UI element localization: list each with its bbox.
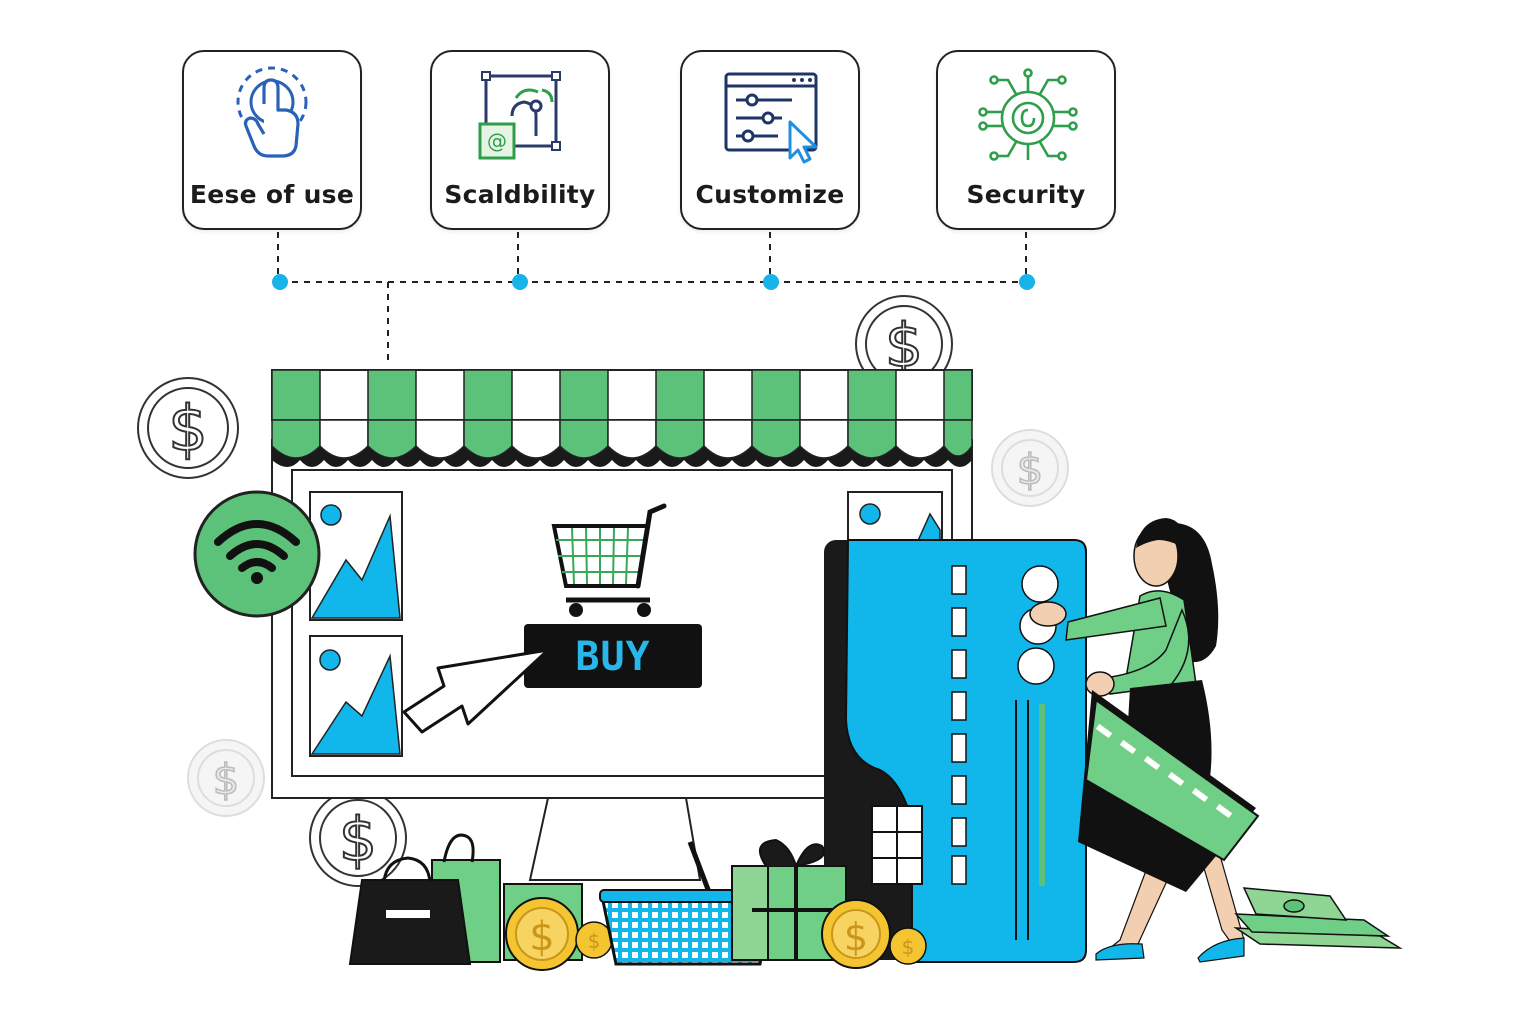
touch-gesture-icon: [236, 66, 308, 158]
shopping-basket-icon: [599, 841, 775, 966]
monitor-stand: [528, 797, 702, 881]
feature-card-ease-of-use: Eese of use: [182, 50, 362, 230]
svg-text:$: $: [588, 929, 601, 953]
gold-coin-icon: $: [575, 921, 613, 959]
gold-coin-icon: $: [889, 927, 927, 965]
cash-stack-icon: [1233, 887, 1403, 949]
cursor-arrow-icon: [402, 648, 550, 734]
dollar-coin-icon: [855, 295, 953, 393]
dollar-coin-icon: [137, 377, 239, 479]
connector-lines: [277, 232, 1027, 366]
image-placeholder-icon: [309, 635, 403, 757]
dollar-coin-icon: [309, 789, 407, 887]
feature-card-security: Security: [936, 50, 1116, 230]
feature-card-scalability: @ Scaldbility: [430, 50, 610, 230]
gold-coin-icon: $: [505, 897, 579, 971]
card-chip: [871, 805, 923, 885]
image-placeholder-icon: [309, 491, 403, 621]
connector-dot: [272, 274, 288, 290]
settings-panel-icon: [724, 72, 818, 164]
feature-label: Eese of use: [189, 180, 355, 209]
svg-text:$: $: [529, 914, 554, 960]
connector-dot: [512, 274, 528, 290]
dollar-coin-icon: [187, 739, 265, 817]
shopping-cart-icon: [551, 503, 667, 617]
buy-button[interactable]: BUY: [575, 634, 651, 680]
feature-label: Scaldbility: [444, 180, 596, 209]
scalability-icon: @: [478, 71, 561, 160]
store-awning: [271, 369, 973, 467]
credit-card-icon: [824, 539, 1087, 963]
feature-label: Security: [966, 180, 1086, 209]
svg-text:$: $: [902, 935, 915, 959]
dollar-sign: $: [339, 805, 377, 875]
wifi-icon: [193, 490, 321, 618]
feature-card-customize: Customize: [680, 50, 860, 230]
dollar-coin-icon: [991, 429, 1069, 507]
connector-dot: [1019, 274, 1035, 290]
gold-coin-icon: $: [821, 899, 891, 969]
connector-dot: [763, 274, 779, 290]
security-chip-icon: [978, 68, 1078, 161]
svg-text:$: $: [844, 915, 868, 959]
svg-text:@: @: [487, 129, 507, 153]
feature-label: Customize: [695, 180, 845, 209]
buy-button-bg: [524, 624, 702, 688]
dollar-sign: $: [1017, 445, 1044, 494]
dollar-sign: $: [213, 755, 240, 804]
shopping-bag-icon: [348, 856, 472, 965]
green-card-icon: [1078, 690, 1260, 892]
dollar-sign: $: [168, 392, 207, 465]
